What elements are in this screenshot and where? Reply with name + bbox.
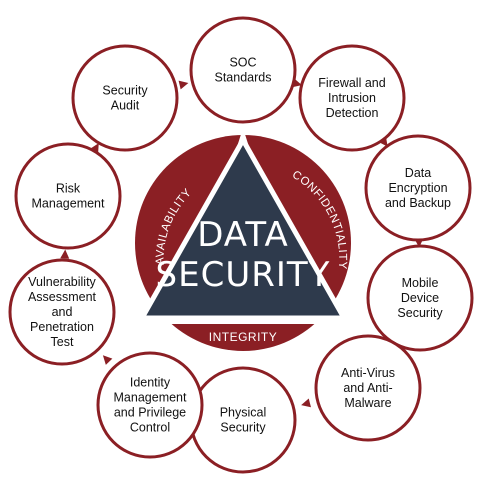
integrity-label: INTEGRITY bbox=[209, 330, 278, 344]
node-circle bbox=[298, 44, 406, 152]
flow-arrow bbox=[60, 249, 70, 259]
node-label-line: Security bbox=[102, 84, 148, 98]
node-vulnerability: VulnerabilityAssessmentandPenetrationTes… bbox=[8, 258, 116, 366]
center-title-line2: SECURITY bbox=[156, 255, 331, 295]
node-label-line: and Privilege bbox=[114, 406, 186, 420]
node-label-line: Vulnerability bbox=[28, 275, 96, 289]
node-label-line: Anti-Virus bbox=[341, 366, 395, 380]
node-label-line: and Backup bbox=[385, 196, 451, 210]
node-label-line: Device bbox=[401, 291, 439, 305]
node-label-line: Control bbox=[130, 421, 170, 435]
node-label-line: and Anti- bbox=[343, 381, 392, 395]
node-label-line: Identity bbox=[130, 376, 171, 390]
flow-arrow bbox=[301, 398, 311, 408]
node-circle bbox=[14, 142, 122, 250]
flow-arrow bbox=[102, 355, 113, 365]
node-circle bbox=[71, 44, 179, 152]
node-circle bbox=[189, 16, 297, 124]
node-label-line: Physical bbox=[220, 406, 267, 420]
node-label-line: and bbox=[52, 305, 73, 319]
node-label-line: Encryption bbox=[388, 181, 447, 195]
node-label-line: Risk bbox=[56, 182, 81, 196]
node-label-line: Security bbox=[397, 306, 443, 320]
flow-arrow bbox=[90, 143, 99, 154]
node-circle bbox=[366, 244, 474, 352]
node-label-line: Test bbox=[51, 335, 74, 349]
center-title-line1: DATA bbox=[197, 215, 289, 255]
node-label-line: Intrusion bbox=[328, 91, 376, 105]
node-circle bbox=[364, 134, 472, 242]
node-label-line: Malware bbox=[344, 396, 391, 410]
node-circle bbox=[96, 351, 204, 459]
node-label-line: Management bbox=[114, 391, 187, 405]
node-label-line: Data bbox=[405, 166, 431, 180]
node-label-line: Firewall and bbox=[318, 76, 385, 90]
node-circle bbox=[314, 334, 422, 442]
node-label-line: Mobile bbox=[402, 276, 439, 290]
node-label-line: SOC bbox=[229, 56, 256, 70]
node-label-line: Audit bbox=[111, 99, 140, 113]
node-circle bbox=[8, 258, 116, 366]
node-label-line: Detection bbox=[326, 106, 379, 120]
node-label-line: Assessment bbox=[28, 290, 97, 304]
node-label-line: Management bbox=[32, 197, 105, 211]
ring-gap-bottom bbox=[134, 318, 352, 324]
node-label-line: Security bbox=[220, 421, 266, 435]
node-label-line: Penetration bbox=[30, 320, 94, 334]
node-label-line: Standards bbox=[215, 71, 272, 85]
flow-arrow bbox=[178, 80, 189, 90]
